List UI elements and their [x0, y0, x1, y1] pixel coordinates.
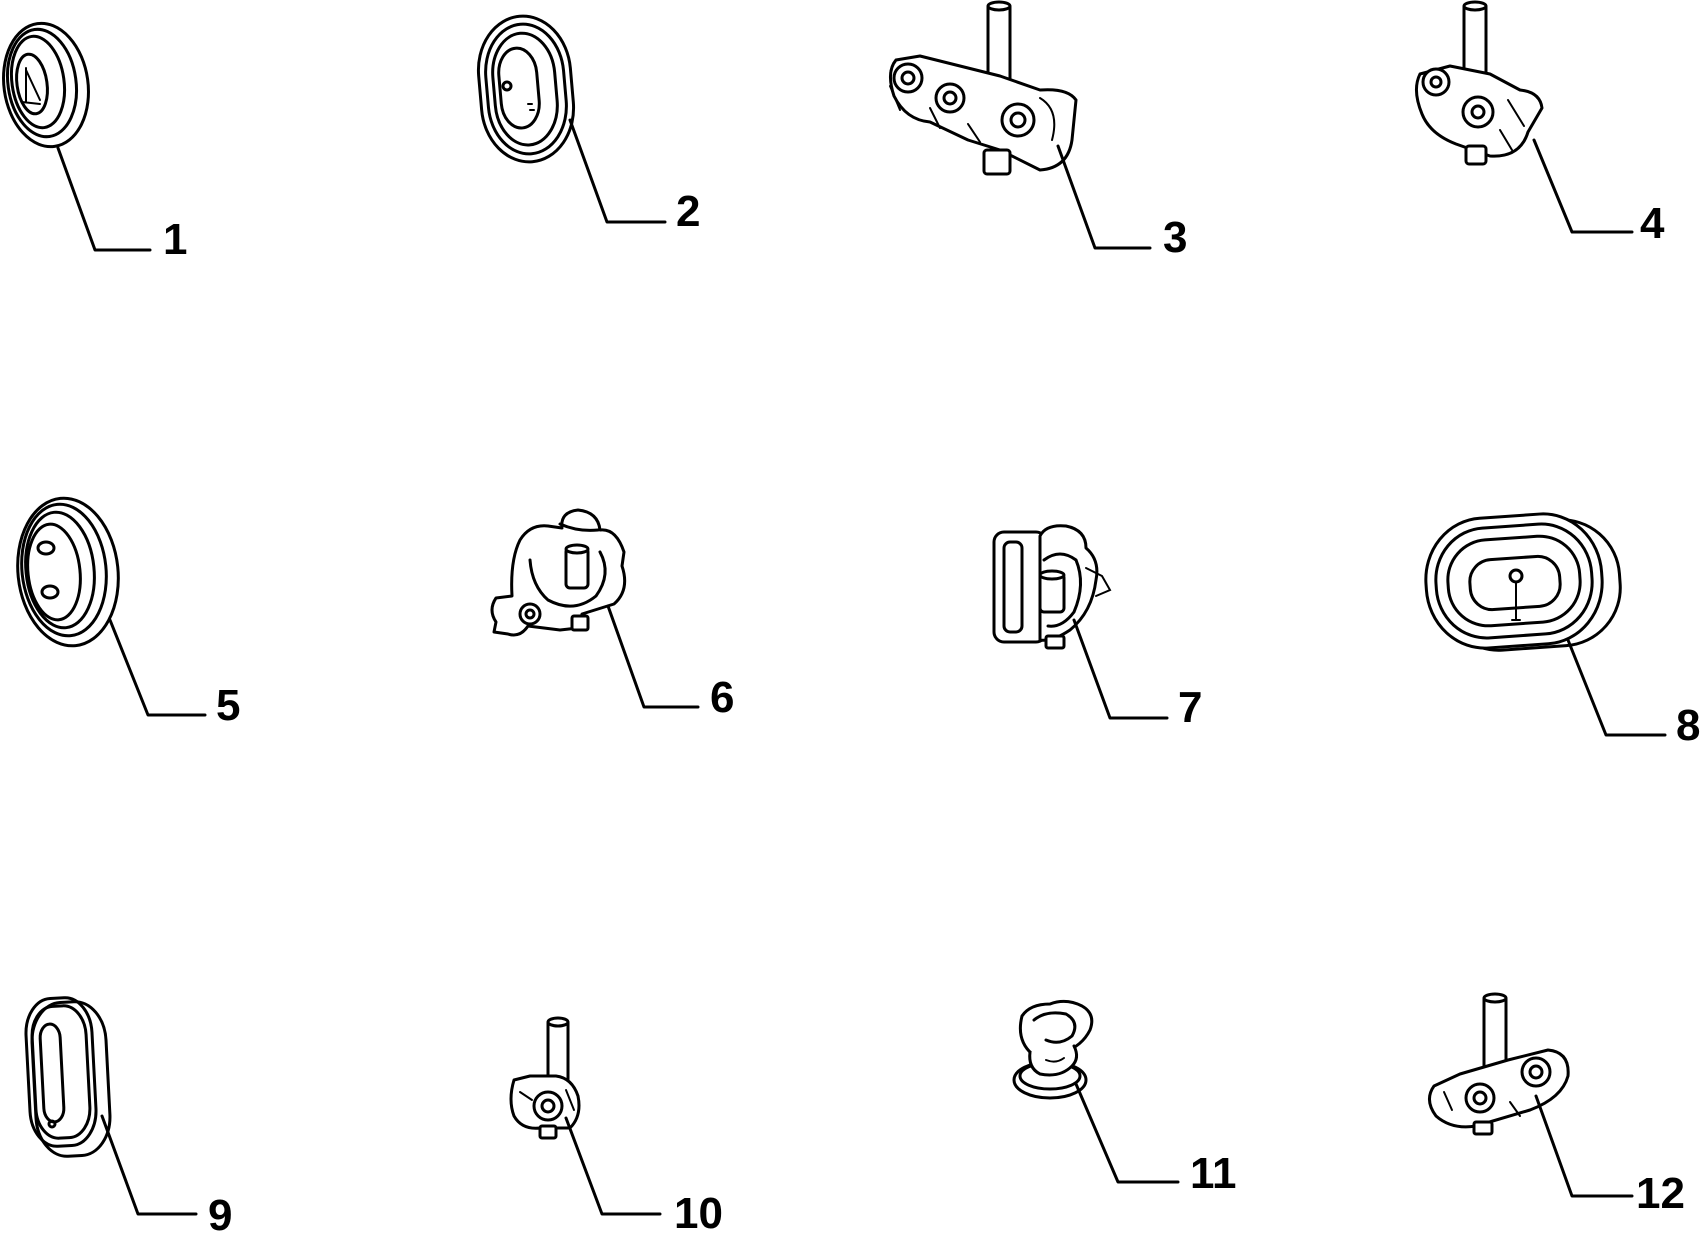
- part-label-12: 12: [1636, 1169, 1685, 1218]
- part-label-3: 3: [1163, 213, 1187, 262]
- spiral-clip-icon: [1012, 999, 1094, 1100]
- part-5[interactable]: 5: [11, 493, 241, 730]
- part-2[interactable]: 2: [474, 12, 701, 236]
- leader-line-11: [1074, 1082, 1180, 1184]
- double-pipe-clip-icon: [1415, 0, 1544, 166]
- part-10[interactable]: 10: [509, 1016, 723, 1234]
- two-hole-grommet-icon: [16, 496, 120, 648]
- part-label-8: 8: [1676, 701, 1700, 750]
- small-round-grommet-icon: [2, 21, 90, 149]
- part-6[interactable]: 6: [490, 508, 734, 722]
- leader-line-1: [56, 146, 152, 252]
- slot-grommet-icon: [24, 996, 112, 1158]
- part-label-11: 11: [1190, 1149, 1237, 1198]
- leader-line-5: [108, 618, 207, 717]
- part-4[interactable]: 4: [1415, 0, 1665, 248]
- leader-line-4: [1532, 138, 1634, 234]
- part-label-2: 2: [676, 187, 700, 236]
- part-label-1: 1: [163, 215, 187, 264]
- pipe-clamp-icon: [490, 508, 627, 637]
- part-label-9: 9: [208, 1191, 232, 1234]
- single-pin-clip-icon: [509, 1016, 581, 1140]
- pipe-clamp-icon: [992, 524, 1112, 650]
- part-label-10: 10: [674, 1189, 723, 1234]
- part-8[interactable]: 8: [1422, 510, 1701, 750]
- leader-line-10: [564, 1116, 662, 1216]
- part-label-6: 6: [710, 673, 734, 722]
- part-1[interactable]: 1: [0, 18, 187, 264]
- part-12[interactable]: 12: [1428, 992, 1685, 1218]
- part-label-7: 7: [1178, 683, 1202, 732]
- double-pin-clip-icon: [1428, 992, 1570, 1136]
- leader-line-9: [100, 1114, 198, 1216]
- leader-line-6: [606, 604, 700, 709]
- part-label-4: 4: [1640, 199, 1665, 248]
- part-7[interactable]: 7: [992, 524, 1202, 732]
- leader-line-12: [1534, 1094, 1634, 1198]
- leader-line-7: [1072, 618, 1169, 720]
- leader-line-2: [568, 118, 667, 224]
- oval-grommet-icon: [476, 14, 576, 164]
- multi-pipe-clip-icon: [889, 0, 1078, 176]
- leader-line-3: [1056, 144, 1152, 250]
- part-9[interactable]: 9: [24, 996, 232, 1234]
- part-label-5: 5: [216, 681, 240, 730]
- part-3[interactable]: 3: [889, 0, 1187, 262]
- large-oval-grommet-icon: [1424, 512, 1622, 652]
- part-11[interactable]: 11: [1012, 999, 1237, 1198]
- leader-line-8: [1566, 638, 1667, 737]
